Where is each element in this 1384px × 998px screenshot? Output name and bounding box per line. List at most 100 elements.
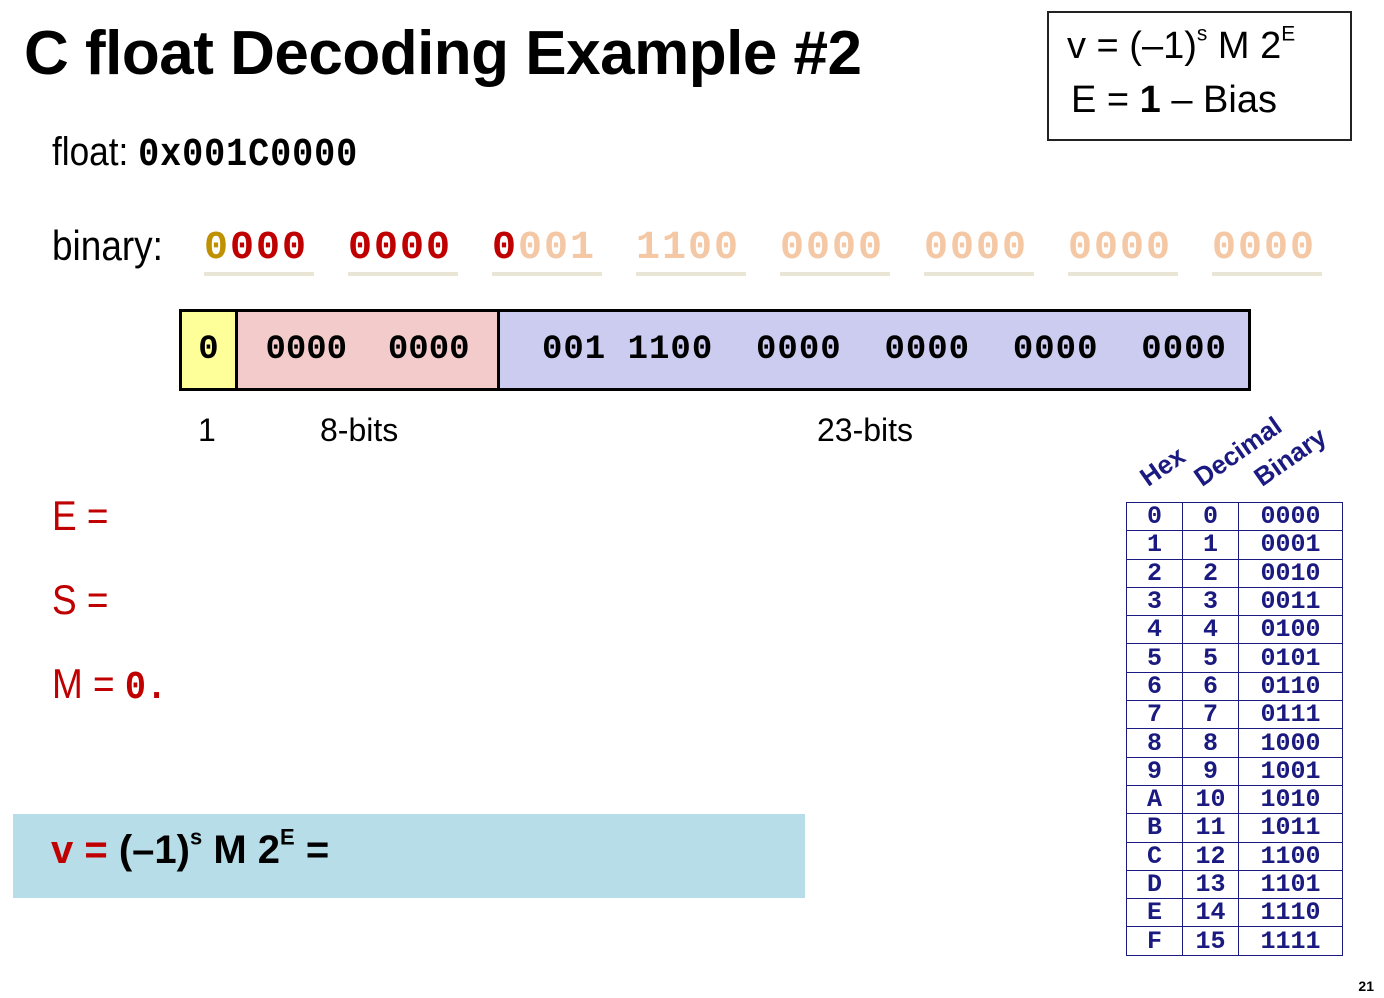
decimal-cell: 9	[1182, 756, 1239, 786]
binary-nibble: 0000	[1068, 226, 1172, 271]
slide-title: C float Decoding Example #2	[24, 19, 862, 88]
nibble-rest-bits: 000	[374, 226, 453, 271]
hex-cell: 8	[1126, 728, 1183, 758]
binary-cell: 1011	[1238, 813, 1343, 843]
decimal-cell: 0	[1182, 501, 1239, 532]
float-hex-value: 0x001C0000	[138, 133, 359, 178]
nibble-underline	[1212, 272, 1322, 276]
fraction-bits-label: 23-bits	[817, 412, 914, 448]
decimal-cell: 15	[1182, 926, 1239, 956]
hex-cell: 7	[1126, 700, 1183, 730]
page-number: 21	[1358, 978, 1374, 994]
nibble-underline	[204, 272, 314, 276]
decimal-cell: 8	[1182, 728, 1239, 758]
decimal-cell: 4	[1182, 615, 1239, 645]
value-formula-box: v = (–1)s M 2E =	[13, 814, 805, 898]
hex-cell: D	[1126, 869, 1183, 900]
binary-cell: 1100	[1238, 841, 1343, 871]
binary-nibble: 0000	[780, 226, 884, 271]
exponent-field: 0000 0000	[238, 312, 500, 388]
binary-cell: 0111	[1238, 700, 1343, 730]
hex-cell: 0	[1126, 501, 1183, 532]
binary-cell: 1001	[1238, 756, 1343, 786]
nibble-rest-bits: 000	[1094, 226, 1173, 271]
binary-cell: 1000	[1238, 728, 1343, 758]
decimal-cell: 12	[1182, 841, 1239, 871]
hex-cell: 9	[1126, 756, 1183, 786]
binary-cell: 0100	[1238, 615, 1343, 645]
value-formula: v = (–1)s M 2E =	[51, 824, 330, 872]
binary-cell: 0110	[1238, 671, 1343, 702]
hex-cell: E	[1126, 898, 1183, 928]
hex-cell: 4	[1126, 615, 1183, 645]
e-equation: E =	[52, 492, 109, 539]
sign-bit-label: 1	[198, 412, 216, 448]
binary-nibble: 1100	[636, 226, 740, 271]
nibble-underline	[780, 272, 890, 276]
decimal-cell: 7	[1182, 700, 1239, 730]
nibble-first-bit: 0	[780, 226, 807, 271]
binary-cell: 1010	[1238, 784, 1343, 815]
nibble-rest-bits: 100	[662, 226, 741, 271]
decimal-cell: 3	[1182, 586, 1239, 617]
decimal-cell: 5	[1182, 643, 1239, 673]
nibble-underline	[1068, 272, 1178, 276]
decimal-cell: 6	[1182, 671, 1239, 702]
nibble-rest-bits: 000	[806, 226, 885, 271]
m-equation: M = 0.	[52, 660, 168, 711]
sign-field: 0	[182, 312, 238, 388]
decimal-cell: 1	[1182, 530, 1239, 560]
nibble-first-bit: 0	[348, 226, 375, 271]
binary-cell: 0000	[1238, 501, 1343, 532]
binary-cell: 1111	[1238, 926, 1343, 956]
float-bit-fields: 0 0000 0000 001 1100 0000 0000 0000 0000	[179, 309, 1251, 391]
hex-column-header: Hex	[1134, 440, 1191, 493]
hex-cell: 3	[1126, 586, 1183, 617]
nibble-underline	[924, 272, 1034, 276]
binary-cell: 0011	[1238, 586, 1343, 617]
decimal-cell: 2	[1182, 558, 1239, 588]
hex-cell: A	[1126, 784, 1183, 815]
nibble-first-bit: 1	[636, 226, 663, 271]
hex-cell: B	[1126, 813, 1183, 843]
binary-cell: 0010	[1238, 558, 1343, 588]
nibble-underline	[492, 272, 602, 276]
binary-cell: 1101	[1238, 869, 1343, 900]
s-equation: S =	[52, 576, 109, 623]
binary-label: binary:	[52, 222, 163, 269]
hex-cell: F	[1126, 926, 1183, 956]
binary-nibble: 0000	[204, 226, 308, 271]
nibble-rest-bits: 001	[518, 226, 597, 271]
decimal-cell: 14	[1182, 898, 1239, 928]
hex-cell: 2	[1126, 558, 1183, 588]
nibble-underline	[636, 272, 746, 276]
formula-box: v = (–1)s M 2E E = 1 – Bias	[1047, 11, 1352, 141]
hex-cell: 1	[1126, 530, 1183, 560]
nibble-rest-bits: 000	[1238, 226, 1317, 271]
decimal-cell: 11	[1182, 813, 1239, 843]
binary-nibble: 0000	[1212, 226, 1316, 271]
hex-cell: C	[1126, 841, 1183, 871]
binary-nibble: 0000	[924, 226, 1028, 271]
binary-nibble: 0000	[348, 226, 452, 271]
binary-cell: 0001	[1238, 530, 1343, 560]
float-label: float:	[52, 130, 139, 174]
binary-cell: 0101	[1238, 643, 1343, 673]
